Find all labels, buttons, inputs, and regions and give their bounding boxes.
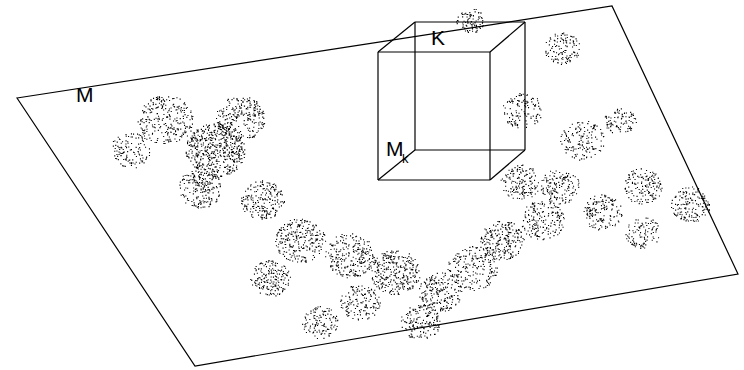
plane-label: M bbox=[76, 84, 94, 105]
cube-label: K bbox=[431, 27, 445, 48]
subset-subscript: k bbox=[402, 152, 409, 165]
point-cloud bbox=[113, 9, 710, 339]
subset-label: M bbox=[386, 138, 404, 159]
tree-points bbox=[113, 9, 710, 339]
plane-outline bbox=[17, 6, 738, 366]
cube-wireframe bbox=[378, 22, 525, 180]
